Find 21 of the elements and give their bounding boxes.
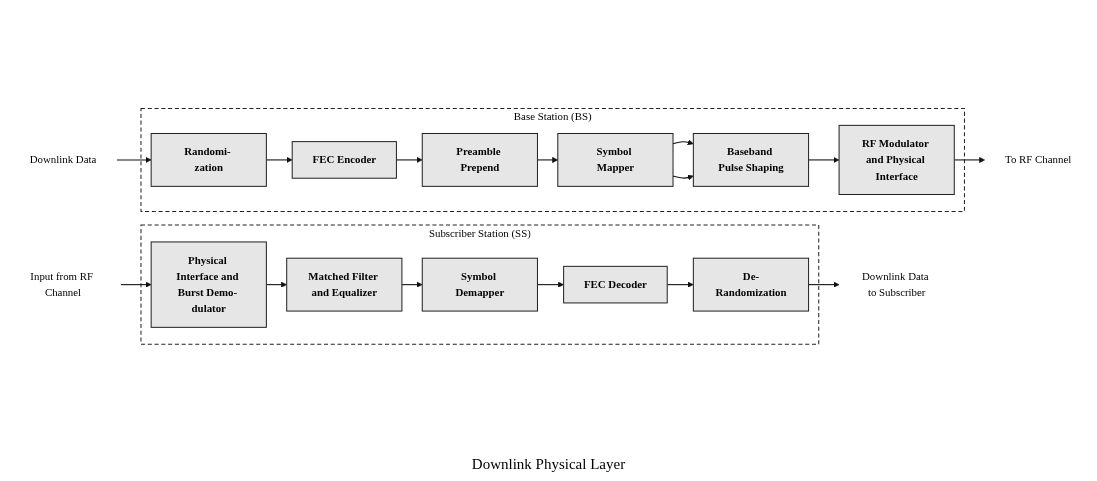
diagram-caption: Downlink Physical Layer [471, 456, 626, 473]
node-box: Preamble Prepend [421, 132, 538, 187]
node-box: Symbol Demapper [421, 257, 538, 312]
node-text: Downlink Data [29, 153, 97, 165]
arrow [808, 156, 840, 163]
node-box: Matched Filter and Equalizer [286, 257, 403, 312]
node-box: De-Randomization [692, 257, 810, 312]
arrow [808, 281, 840, 288]
node-box: FEC Encoder [291, 140, 397, 179]
node-box: Symbol Mapper [557, 132, 674, 187]
node-text: Input from RF Channel [30, 270, 94, 298]
node-box: FEC Decoder [563, 265, 668, 304]
node-text: To RF Channel [1005, 153, 1072, 165]
node-box: Baseband Pulse Shaping [692, 132, 810, 187]
arrow [120, 281, 152, 288]
arrow [116, 156, 152, 163]
arrow [401, 281, 423, 288]
node-text: Downlink Data to Subscriber [862, 270, 929, 298]
node-box: Randomi- zation [150, 132, 267, 187]
node-box: RF Modulator and Physical Interface [838, 124, 955, 195]
node-box: Physical Interface and Burst Demo- dulator [150, 241, 267, 328]
